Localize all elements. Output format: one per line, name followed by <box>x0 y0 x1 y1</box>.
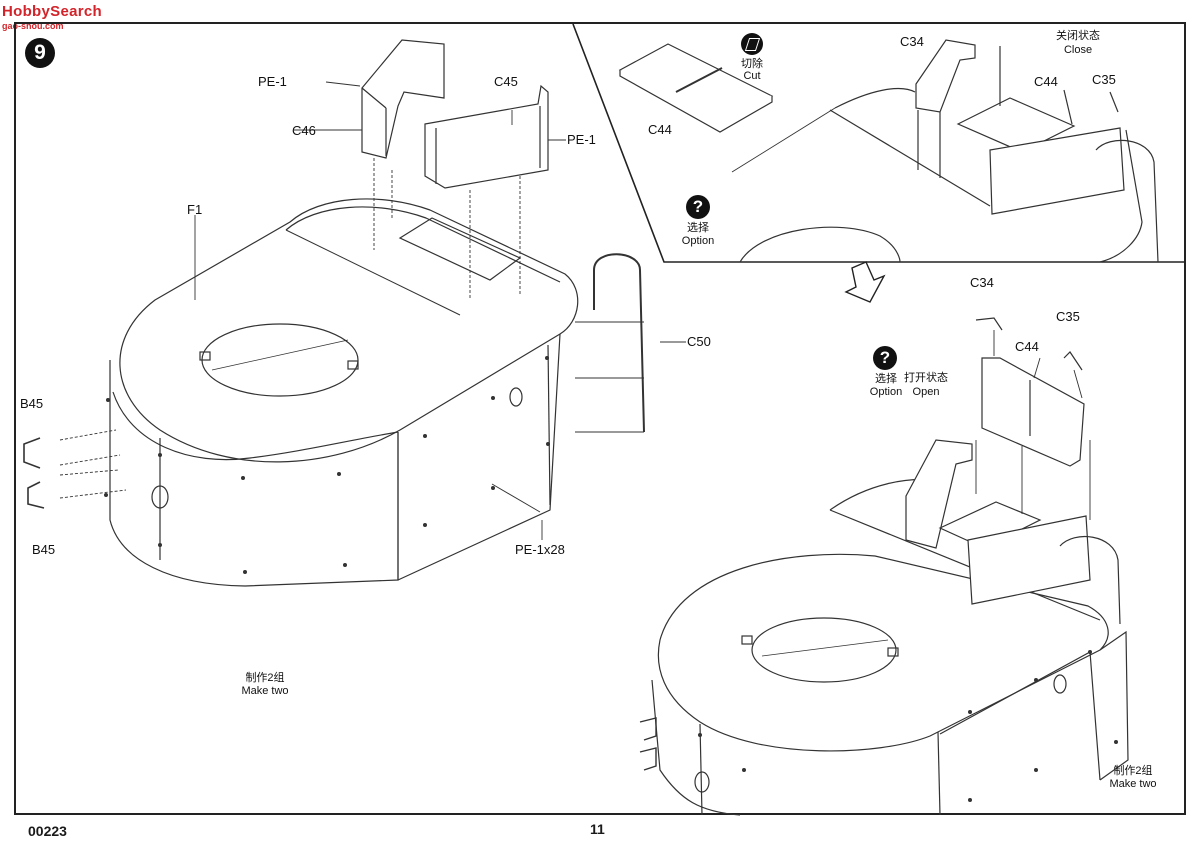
label-f1: F1 <box>187 202 203 217</box>
label-inset-c34: C34 <box>900 34 924 49</box>
watermark-url: gao-shou.com <box>2 21 64 31</box>
close-cn: 关闭状态 <box>1056 30 1100 42</box>
part-b45 <box>23 437 45 509</box>
label-c46: C46 <box>292 123 316 138</box>
option-en-open: Option <box>869 386 903 398</box>
cut-en: Cut <box>743 70 761 82</box>
label-c50: C50 <box>687 334 711 349</box>
make-two-cn-main: 制作2组 <box>245 672 285 684</box>
inset-turret <box>731 39 1159 263</box>
step-number-badge: 9 <box>25 38 55 68</box>
label-open-c34: C34 <box>970 275 994 290</box>
label-b45-bottom: B45 <box>32 542 56 557</box>
question-icon-inset: ? <box>686 195 710 219</box>
option-cn-inset: 选择 <box>687 222 709 234</box>
question-icon-open: ? <box>873 346 897 370</box>
open-view-turret <box>639 317 1129 816</box>
inset-border <box>572 23 1186 263</box>
transition-arrow <box>844 261 886 303</box>
open-cn: 打开状态 <box>904 372 948 384</box>
label-inset-c35: C35 <box>1092 72 1116 87</box>
page-frame <box>14 22 1186 815</box>
make-two-en-main: Make two <box>241 685 289 697</box>
label-inset-c44-sheet: C44 <box>648 122 672 137</box>
option-en-inset: Option <box>681 235 715 247</box>
page-number: 11 <box>590 821 605 837</box>
label-open-c44: C44 <box>1015 339 1039 354</box>
label-pe1-left: PE-1 <box>258 74 287 89</box>
product-code: 00223 <box>28 823 67 839</box>
make-two-en-open: Make two <box>1109 778 1157 790</box>
open-en: Open <box>912 386 940 398</box>
turret-main <box>104 198 579 587</box>
make-two-cn-open: 制作2组 <box>1113 765 1153 777</box>
part-c46 <box>361 39 445 159</box>
option-cn-open: 选择 <box>875 373 897 385</box>
inset-sheet-c44 <box>618 43 774 133</box>
label-inset-c44: C44 <box>1034 74 1058 89</box>
label-c45: C45 <box>494 74 518 89</box>
label-b45-top: B45 <box>20 396 44 411</box>
close-en: Close <box>1063 44 1093 56</box>
cut-cn: 切除 <box>741 58 763 70</box>
cut-icon <box>741 33 763 55</box>
part-c50 <box>575 253 645 433</box>
watermark-logo: HobbySearch <box>2 3 102 20</box>
label-open-c35: C35 <box>1056 309 1080 324</box>
part-c45 <box>424 84 549 189</box>
label-pe1x28: PE-1x28 <box>515 542 565 557</box>
label-pe1-right: PE-1 <box>567 132 596 147</box>
